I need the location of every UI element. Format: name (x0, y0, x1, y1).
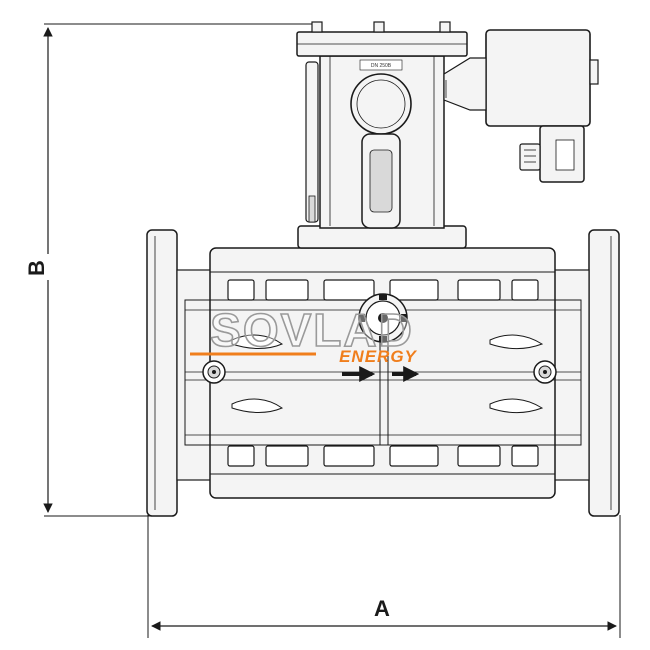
flow-vanes (231, 334, 544, 413)
left-pivot-pin (202, 360, 226, 384)
right-flange (553, 229, 620, 517)
nameplate: DN 250B (359, 59, 403, 71)
watermark-sub: ENERGY (339, 347, 417, 366)
dimension-b: B (22, 23, 315, 517)
dimension-a-label: A (374, 596, 390, 621)
position-indicator (350, 73, 412, 135)
dimension-b-label: B (24, 260, 49, 276)
solenoid-coil (443, 29, 599, 127)
cable-connector (519, 125, 585, 183)
watermark-brand: SOVLAD (210, 304, 414, 356)
top-slot-row (227, 279, 539, 301)
top-cap (296, 21, 468, 57)
side-rod (305, 61, 319, 223)
dimension-a: A (147, 515, 621, 638)
central-hub (358, 293, 408, 343)
right-pivot-pin (533, 360, 557, 384)
valve-stem (361, 133, 401, 229)
watermark-logo: SOVLAD ENERGY (190, 303, 417, 366)
nameplate-text: DN 250B (371, 63, 392, 69)
left-flange (146, 229, 213, 517)
bottom-slot-row (227, 445, 539, 467)
